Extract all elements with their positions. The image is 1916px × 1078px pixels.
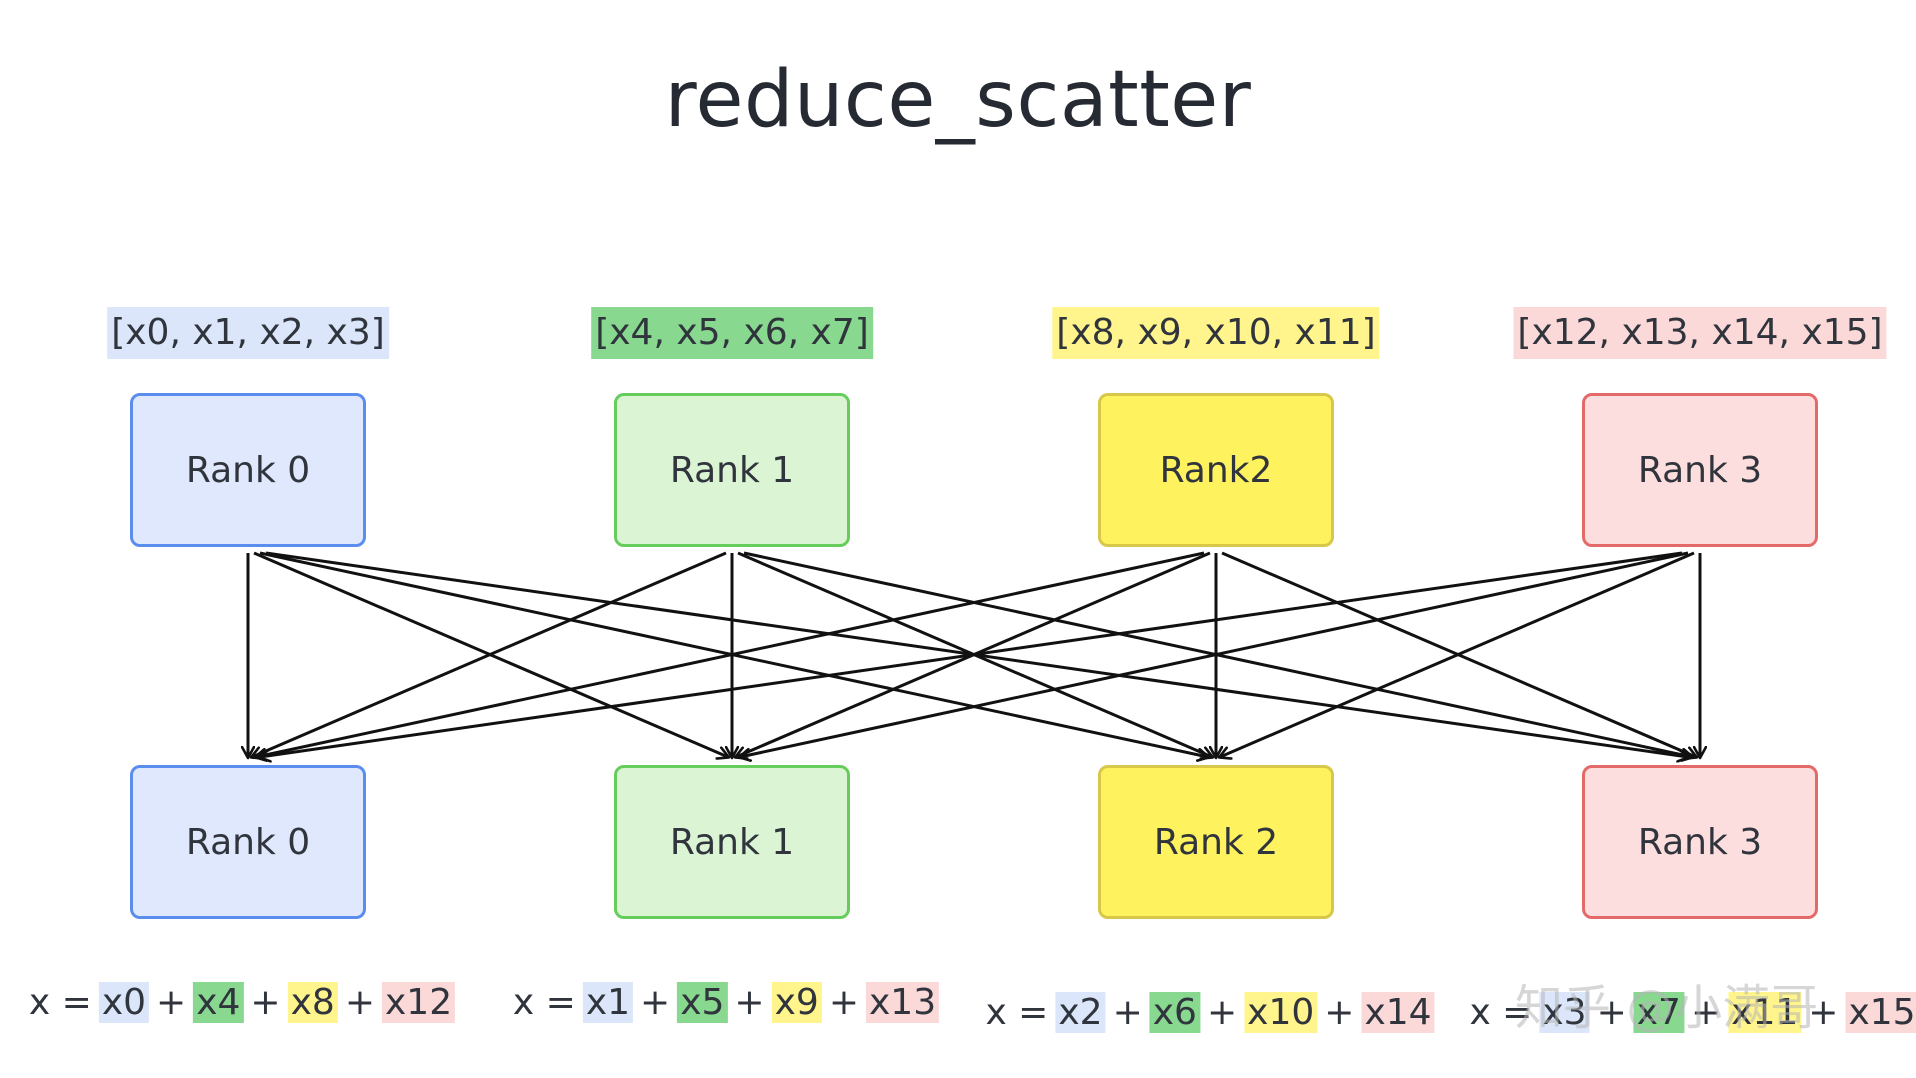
top-rank-2-label: Rank2	[1159, 449, 1273, 491]
top-rank-0-label: Rank 0	[185, 449, 311, 491]
result-term: x2	[1055, 992, 1106, 1033]
result-term: x11	[1728, 992, 1802, 1033]
bottom-rank-3-node: Rank 3	[1582, 765, 1818, 919]
result-term: x13	[865, 982, 940, 1023]
result-formula-rank-0: x =x0+x4+x8+x12	[28, 975, 456, 1031]
arrow-rank-0-to-rank-3	[265, 551, 1688, 757]
plus-sign: +	[1596, 992, 1627, 1033]
result-term: x9	[771, 982, 822, 1023]
bottom-rank-2-label: Rank 2	[1153, 821, 1279, 863]
top-rank-1-label: Rank 1	[669, 449, 795, 491]
arrow-rank-3-to-rank-1	[740, 551, 1689, 757]
plus-sign: +	[828, 982, 859, 1023]
arrow-rank-1-to-rank-2	[737, 551, 1212, 757]
bottom-rank-1-label: Rank 1	[669, 821, 795, 863]
arrow-rank-2-to-rank-1	[736, 551, 1211, 757]
result-term: x6	[1149, 992, 1200, 1033]
plus-sign: +	[734, 982, 765, 1023]
result-formula-rank-3: x =x3+x7+x11+x15	[1469, 985, 1916, 1041]
result-term: x4	[193, 982, 244, 1023]
bottom-rank-0-label: Rank 0	[185, 821, 311, 863]
plus-sign: +	[1112, 992, 1143, 1033]
result-term: x14	[1361, 992, 1435, 1033]
result-term: x10	[1244, 992, 1318, 1033]
result-prefix: x =	[985, 992, 1049, 1033]
result-term: x3	[1539, 992, 1590, 1033]
result-term: x7	[1633, 992, 1684, 1033]
input-array-rank-2: [x8, x9, x10, x11]	[1052, 307, 1380, 359]
bottom-rank-2-node: Rank 2	[1098, 765, 1334, 919]
bottom-rank-1-node: Rank 1	[614, 765, 850, 919]
result-formula-rank-2: x =x2+x6+x10+x14	[985, 985, 1435, 1041]
arrow-rank-1-to-rank-3	[743, 551, 1692, 757]
result-term: x1	[582, 982, 634, 1023]
result-term: x5	[677, 982, 728, 1023]
arrow-rank-2-to-rank-3	[1221, 551, 1696, 757]
top-rank-3-label: Rank 3	[1637, 449, 1763, 491]
result-term: x15	[1845, 992, 1916, 1033]
result-prefix: x =	[1469, 992, 1533, 1033]
plus-sign: +	[1808, 992, 1839, 1033]
plus-sign: +	[156, 982, 187, 1023]
plus-sign: +	[640, 982, 671, 1023]
input-array-rank-0: [x0, x1, x2, x3]	[107, 307, 389, 359]
plus-sign: +	[1206, 992, 1238, 1033]
result-term: x0	[98, 982, 150, 1023]
input-array-rank-3: [x12, x13, x14, x15]	[1513, 307, 1887, 359]
arrow-rank-0-to-rank-2	[259, 551, 1208, 757]
plus-sign: +	[1324, 992, 1355, 1033]
plus-sign: +	[344, 982, 375, 1023]
result-prefix: x =	[28, 982, 92, 1023]
top-rank-2-node: Rank2	[1098, 393, 1334, 547]
bottom-rank-3-label: Rank 3	[1637, 821, 1763, 863]
arrow-rank-1-to-rank-0	[252, 551, 727, 757]
diagram-title: reduce_scatter	[664, 55, 1252, 145]
plus-sign: +	[1690, 992, 1722, 1033]
arrow-rank-2-to-rank-0	[256, 551, 1205, 757]
bottom-rank-0-node: Rank 0	[130, 765, 366, 919]
top-rank-3-node: Rank 3	[1582, 393, 1818, 547]
result-prefix: x =	[512, 982, 576, 1023]
result-term: x12	[381, 982, 456, 1023]
top-rank-1-node: Rank 1	[614, 393, 850, 547]
arrow-rank-0-to-rank-1	[253, 551, 728, 757]
input-array-rank-1: [x4, x5, x6, x7]	[591, 307, 873, 359]
result-formula-rank-1: x =x1+x5+x9+x13	[512, 975, 940, 1031]
arrow-rank-3-to-rank-0	[260, 551, 1683, 757]
result-term: x8	[287, 982, 338, 1023]
plus-sign: +	[250, 982, 281, 1023]
top-rank-0-node: Rank 0	[130, 393, 366, 547]
arrow-rank-3-to-rank-2	[1220, 551, 1695, 757]
